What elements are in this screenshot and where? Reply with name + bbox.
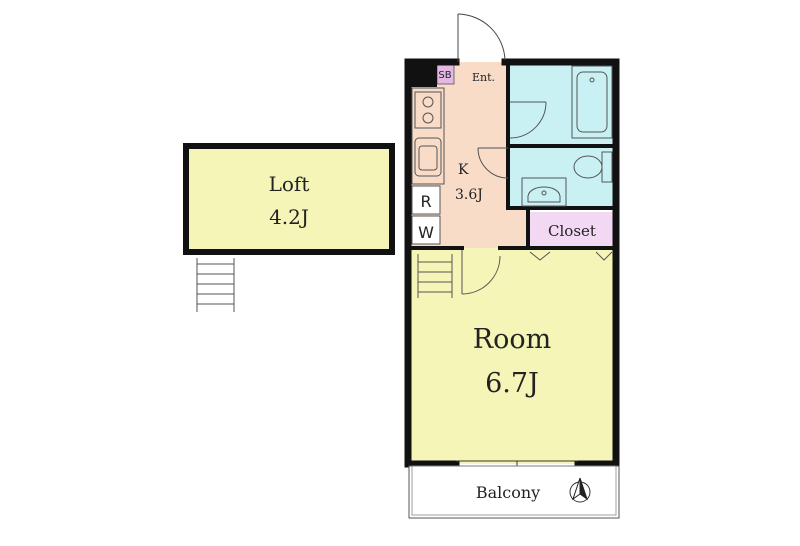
loft: Loft 4.2J [183,143,395,255]
loft-ladder [196,258,235,312]
washroom [508,146,616,208]
kitchen-size: 3.6J [455,187,483,203]
washbasin-icon [521,177,567,207]
loft-area [183,143,395,255]
bathtub-icon [571,65,613,139]
interior-walls [406,60,618,250]
refrigerator: R [411,185,441,215]
washer: W [411,215,441,245]
shoe-box-label: SB [438,70,451,81]
room-ladder [417,254,453,298]
closet-area [528,212,616,248]
stove-icon [414,91,442,129]
loft-size: 4.2J [269,205,309,229]
room-name: Room [473,324,551,355]
room-size: 6.7J [485,368,539,399]
washroom-door [477,147,509,179]
entrance-label: Ent. [472,71,495,84]
north-arrow-icon [569,477,591,503]
toilet-icon [573,151,613,183]
kitchen-name: K [458,162,469,178]
main-room [408,248,616,464]
balcony-label: Balcony [476,483,540,502]
kitchen-counter [411,87,445,185]
room-door [461,250,501,295]
closet-label: Closet [548,222,596,240]
loft-name: Loft [269,172,310,196]
entrance-door [457,13,506,62]
refrigerator-label: R [420,192,431,211]
bathroom [508,62,616,146]
sink-icon [414,137,442,177]
bath-door [509,101,547,139]
wall-pillar [405,59,437,87]
washer-label: W [418,223,434,242]
closet-doors [529,251,613,261]
